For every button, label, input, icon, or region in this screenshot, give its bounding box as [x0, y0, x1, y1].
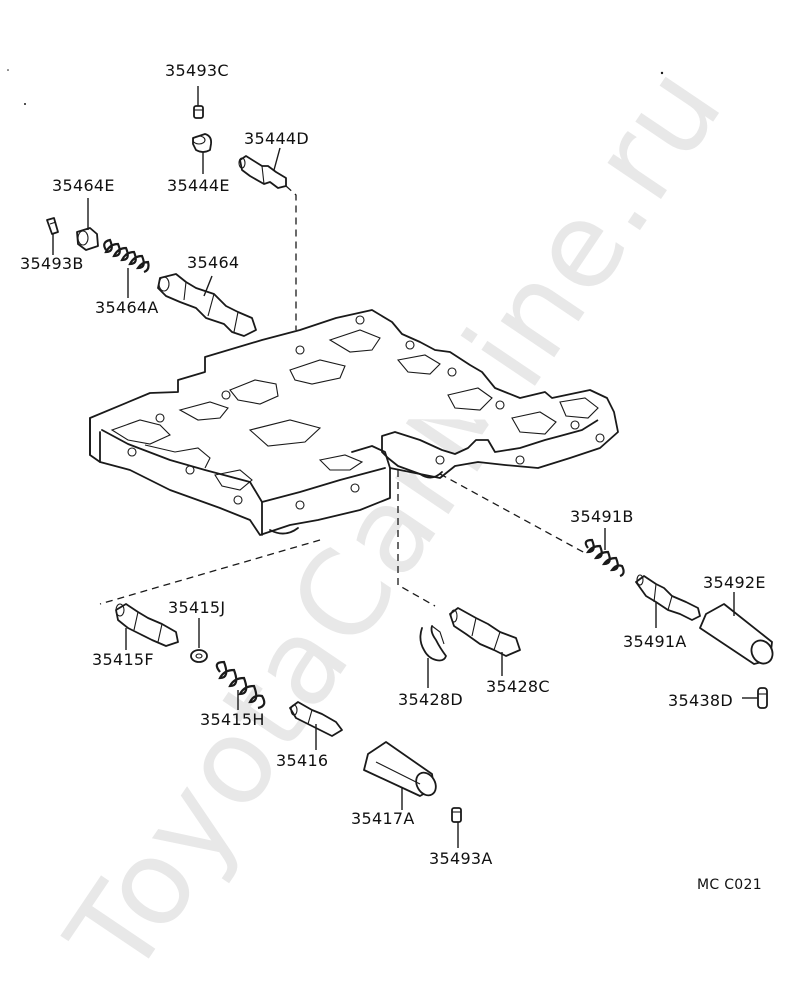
- clip-35428d: [419, 625, 447, 688]
- pin-35493b: [46, 217, 59, 255]
- sleeve-35492e: [699, 592, 774, 665]
- part-label-35492e: 35492E: [703, 573, 766, 592]
- part-label-35415h: 35415H: [200, 710, 265, 729]
- part-label-35444e: 35444E: [167, 176, 230, 195]
- part-label-35428d: 35428D: [398, 690, 464, 709]
- part-label-35415j: 35415J: [168, 598, 226, 617]
- valve-35416: [289, 701, 343, 750]
- pin-35438d: [742, 687, 768, 709]
- part-label-35491a: 35491A: [623, 632, 687, 651]
- part-label-35493c: 35493C: [165, 61, 229, 80]
- part-label-35415f: 35415F: [92, 650, 154, 669]
- spring-35491b: [584, 528, 625, 578]
- pin-35493c: [193, 86, 204, 119]
- part-label-35464a: 35464A: [95, 298, 159, 317]
- part-label-35491b: 35491B: [570, 507, 634, 526]
- part-label-35417a: 35417A: [351, 809, 415, 828]
- spring-35464a: [103, 238, 150, 298]
- washer-35415j: [190, 618, 208, 663]
- part-label-35428c: 35428C: [486, 677, 550, 696]
- valve-35444d: [238, 147, 287, 189]
- plug-35444e: [192, 133, 213, 174]
- part-label-35464e: 35464E: [52, 176, 115, 195]
- pin-35493a: [451, 807, 462, 848]
- assembly-lines: [99, 185, 586, 607]
- part-label-35464: 35464: [187, 253, 240, 272]
- part-label-35444d: 35444D: [244, 129, 310, 148]
- valve-35464: [157, 273, 257, 337]
- sleeve-35417a: [363, 741, 437, 810]
- diagram-code: MC C021: [697, 877, 762, 893]
- spring-35415h: [215, 660, 266, 710]
- valve-body: [89, 309, 619, 536]
- part-label-35493a: 35493A: [429, 849, 493, 868]
- valve-35415f: [115, 603, 179, 650]
- part-label-35438d: 35438D: [668, 691, 734, 710]
- plug-35464e: [76, 198, 99, 251]
- valve-35491a: [635, 574, 701, 628]
- valve-35428c: [449, 607, 521, 676]
- part-label-35416: 35416: [276, 751, 329, 770]
- part-label-35493b: 35493B: [20, 254, 84, 273]
